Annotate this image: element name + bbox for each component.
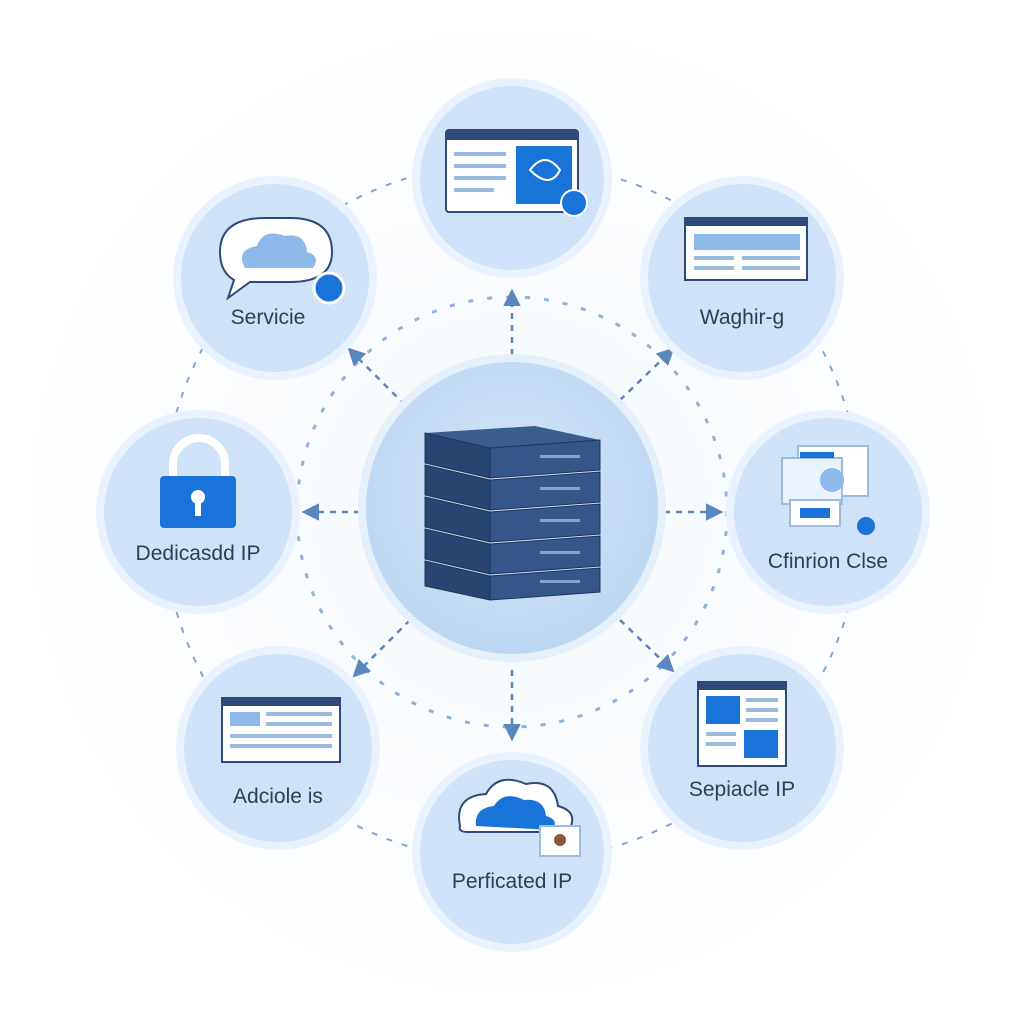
node-lower-left-label: Adciole is [233,785,323,808]
cloud-chat-icon [218,217,346,305]
arrow-lower-left [352,619,411,678]
node-right[interactable]: Cfinrion Clse [726,410,930,614]
node-upper-right[interactable]: Waghir-g [640,176,844,380]
server-stack-icon [424,426,601,601]
tablet-document-icon [697,681,787,767]
node-bottom[interactable]: Perficated IP [412,752,612,952]
node-right-label: Cfinrion Clse [768,550,888,573]
lock-icon [160,434,236,528]
node-left-label: Dedicasdd IP [136,542,261,565]
browser-window-icon [221,697,341,763]
documents-icon [781,445,875,535]
node-top[interactable] [412,78,612,278]
connector-arrows [301,288,724,742]
node-lower-left[interactable]: Adciole is [176,646,380,850]
arrow-lower-right [619,619,675,673]
node-left[interactable]: Dedicasdd IP [96,410,300,614]
arrow-upper-left [347,347,406,406]
node-upper-left[interactable]: Servicie [173,176,377,380]
node-lower-right[interactable]: Sepiacle IP [640,646,844,850]
node-lower-right-label: Sepiacle IP [689,778,795,801]
map-window-icon [445,129,588,217]
laptop-window-icon [684,217,808,281]
cloud-card-icon [458,778,581,857]
center-node [358,354,666,662]
arrow-upper-right [619,347,675,401]
node-bottom-label: Perficated IP [452,870,572,893]
node-upper-right-label: Waghir-g [700,306,784,329]
node-upper-left-label: Servicie [231,306,306,329]
